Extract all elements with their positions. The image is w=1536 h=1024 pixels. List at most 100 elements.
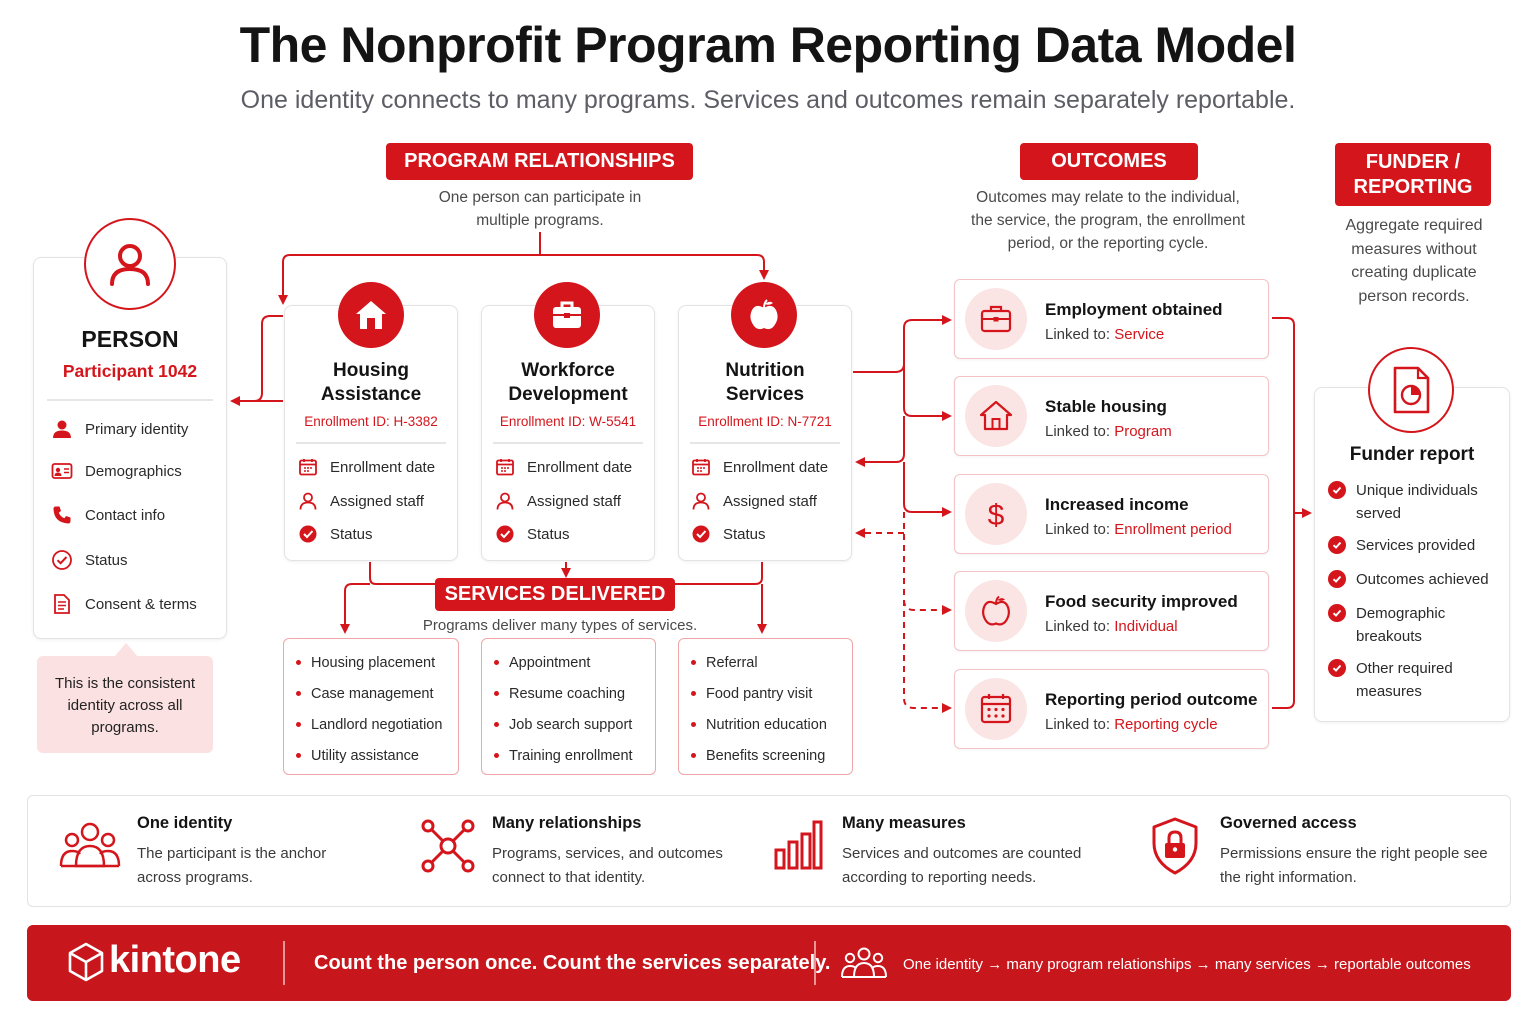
staff-icon <box>496 492 514 510</box>
person-heading: PERSON <box>81 326 179 352</box>
outcome-linked: Linked to: Program <box>1045 423 1172 440</box>
people-icon <box>59 822 121 868</box>
page-title: The Nonprofit Program Reporting Data Mod… <box>239 17 1297 73</box>
funder-item: Services provided <box>1328 534 1508 557</box>
footer-banner: kintone Count the person once. Count the… <box>27 925 1511 1001</box>
program-field-status: Status <box>495 524 570 544</box>
calendar-icon <box>692 459 710 476</box>
outcomes-note: Outcomes may relate to the individual, t… <box>971 189 1245 252</box>
person-icon <box>53 420 71 438</box>
house-icon <box>356 301 386 329</box>
outcome-title: Reporting period outcome <box>1045 690 1258 709</box>
service-item: Nutrition education <box>691 709 840 740</box>
staff-icon <box>692 492 710 510</box>
person-divider <box>47 399 213 401</box>
service-item: Housing placement <box>296 647 446 678</box>
outcome-title: Employment obtained <box>1045 300 1223 319</box>
feature-one-identity: One identity The participant is the anch… <box>58 812 398 892</box>
person-field-contact-info: Contact info <box>51 504 165 526</box>
service-item: Resume coaching <box>494 678 643 709</box>
program-relationships-note: One person can participate in multiple p… <box>438 189 642 229</box>
staff-icon <box>299 492 317 510</box>
status-icon <box>299 525 317 543</box>
outcome-title: Stable housing <box>1045 397 1167 416</box>
outcome-linked: Linked to: Reporting cycle <box>1045 716 1218 733</box>
services-list-housing: Housing placement Case management Landlo… <box>283 638 459 775</box>
program-field-assigned-staff: Assigned staff <box>298 491 424 511</box>
outcome-icon-circle <box>965 678 1027 740</box>
status-icon <box>692 525 710 543</box>
status-icon <box>496 525 514 543</box>
network-icon <box>421 819 475 873</box>
person-field-consent: Consent & terms <box>51 593 197 615</box>
program-field-enrollment-date: Enrollment date <box>691 457 828 477</box>
service-item: Food pantry visit <box>691 678 840 709</box>
outcome-card-income: $ Increased income Linked to: Enrollment… <box>954 474 1269 554</box>
check-icon <box>1328 604 1346 622</box>
footer-tagline: Count the person once. Count the service… <box>314 952 831 974</box>
enrollment-id: Enrollment ID: N-7721 <box>698 414 832 429</box>
program-icon-circle <box>534 282 600 348</box>
program-field-status: Status <box>298 524 373 544</box>
services-delivered-label: SERVICES DELIVERED <box>435 578 675 611</box>
program-divider <box>690 442 840 444</box>
person-field-status: Status <box>51 549 128 571</box>
person-field-label: Status <box>85 551 128 569</box>
person-field-label: Primary identity <box>85 420 189 438</box>
briefcase-icon <box>980 305 1012 333</box>
program-field-status: Status <box>691 524 766 544</box>
enrollment-id: Enrollment ID: W-5541 <box>499 414 637 429</box>
service-item: Referral <box>691 647 840 678</box>
service-item: Training enrollment <box>494 740 643 771</box>
features-strip <box>27 795 1511 907</box>
check-icon <box>1328 481 1346 499</box>
funder-note: Aggregate required measures without crea… <box>1345 217 1483 305</box>
service-item: Appointment <box>494 647 643 678</box>
document-icon <box>54 594 70 614</box>
outcome-card-housing: Stable housing Linked to: Program <box>954 376 1269 456</box>
dollar-icon: $ <box>988 499 1005 532</box>
calendar-icon <box>980 694 1012 724</box>
svg-text:$: $ <box>988 499 1005 532</box>
program-icon-circle <box>338 282 404 348</box>
outcome-title: Food security improved <box>1045 592 1238 611</box>
program-icon-circle <box>731 282 797 348</box>
outcome-linked: Linked to: Service <box>1045 326 1165 343</box>
outcome-linked: Linked to: Individual <box>1045 618 1178 635</box>
person-field-demographics: Demographics <box>51 460 182 482</box>
person-icon <box>110 244 150 286</box>
feature-many-measures: Many measures Services and outcomes are … <box>772 812 1112 892</box>
person-icon-circle <box>84 218 176 310</box>
program-divider <box>493 442 643 444</box>
person-field-label: Demographics <box>85 462 182 480</box>
page-subtitle: One identity connects to many programs. … <box>240 86 1296 114</box>
apple-icon <box>982 595 1010 626</box>
services-list-workforce: Appointment Resume coaching Job search s… <box>481 638 656 775</box>
check-circle-icon <box>52 550 72 570</box>
report-icon-circle <box>1368 347 1454 433</box>
funder-reporting-label: FUNDER / REPORTING <box>1335 143 1491 206</box>
kintone-logo-icon <box>68 942 104 982</box>
id-card-icon <box>51 463 73 479</box>
outcomes-label: OUTCOMES <box>1020 143 1198 180</box>
house-icon <box>979 400 1013 431</box>
outcome-icon-circle <box>965 288 1027 350</box>
funder-report-title: Funder report <box>1349 444 1475 465</box>
outcome-card-reporting-period: Reporting period outcome Linked to: Repo… <box>954 669 1269 749</box>
service-item: Landlord negotiation <box>296 709 446 740</box>
outcome-linked: Linked to: Enrollment period <box>1045 521 1232 538</box>
person-field-label: Consent & terms <box>85 595 197 613</box>
feature-governed-access: Governed access Permissions ensure the r… <box>1150 812 1500 892</box>
bar-chart-icon <box>774 820 823 870</box>
check-icon <box>1328 570 1346 588</box>
feature-title: Governed access <box>1220 814 1357 832</box>
report-document-icon <box>1393 366 1430 414</box>
enrollment-id: Enrollment ID: H-3382 <box>304 414 438 429</box>
program-divider <box>296 442 446 444</box>
